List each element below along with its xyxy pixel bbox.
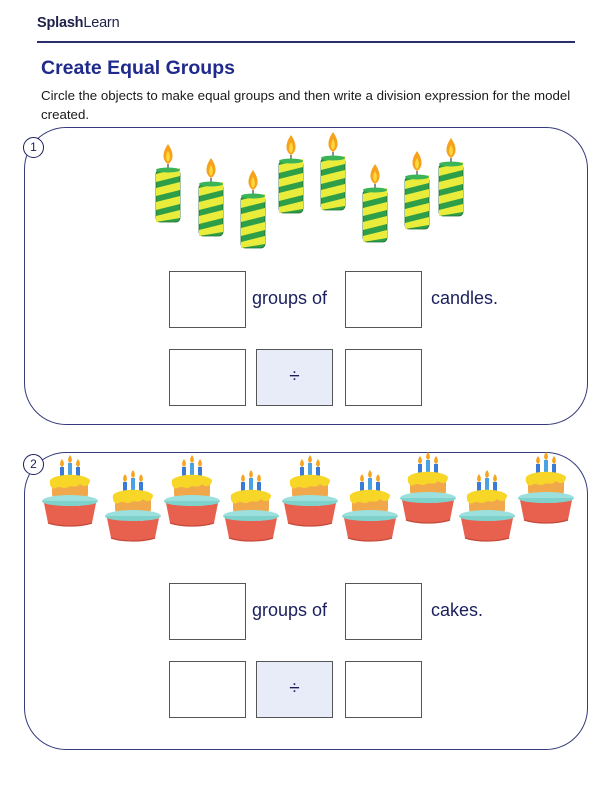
cake-icon bbox=[457, 468, 517, 543]
cake-icon bbox=[398, 450, 458, 525]
instructions-text: Circle the objects to make equal groups … bbox=[41, 88, 571, 122]
candle-icon bbox=[362, 163, 388, 243]
p1-groups-answer-box[interactable] bbox=[169, 271, 246, 328]
p2-per-group-answer-box[interactable] bbox=[345, 583, 422, 640]
candle-icon bbox=[240, 169, 266, 249]
p1-divisor-box[interactable] bbox=[345, 349, 422, 406]
candle-icon bbox=[155, 143, 181, 223]
problem-1-panel bbox=[24, 127, 588, 425]
p1-divide-icon: ÷ bbox=[289, 366, 300, 387]
candle-icon bbox=[438, 137, 464, 217]
p1-divide-sign-box bbox=[256, 349, 333, 406]
p1-per-group-answer-box[interactable] bbox=[345, 271, 422, 328]
cake-icon bbox=[40, 453, 100, 528]
brand-learn: Learn bbox=[83, 15, 120, 31]
p2-object-label: cakes. bbox=[431, 600, 484, 620]
p1-groups-of-label: groups of bbox=[252, 288, 328, 308]
candle-icon bbox=[278, 134, 304, 214]
p2-dividend-box[interactable] bbox=[169, 661, 246, 718]
p1-dividend-box[interactable] bbox=[169, 349, 246, 406]
p2-groups-of-label: groups of bbox=[252, 600, 328, 620]
problem-1-number: 1 bbox=[23, 137, 44, 158]
worksheet-title: Create Equal Groups bbox=[41, 57, 235, 79]
problem-2-number: 2 bbox=[23, 454, 44, 475]
p2-groups-answer-box[interactable] bbox=[169, 583, 246, 640]
p1-object-label: candles. bbox=[431, 288, 499, 308]
candle-icon bbox=[198, 157, 224, 237]
candle-icon bbox=[320, 131, 346, 211]
header-rule bbox=[37, 41, 575, 43]
brand-splash: Splash bbox=[37, 15, 84, 31]
brand-logo: SplashLearn bbox=[37, 15, 120, 31]
p2-divide-icon: ÷ bbox=[289, 678, 300, 699]
cake-icon bbox=[221, 468, 281, 543]
cake-icon bbox=[103, 468, 163, 543]
p2-divide-sign-box bbox=[256, 661, 333, 718]
cake-icon bbox=[340, 468, 400, 543]
p2-divisor-box[interactable] bbox=[345, 661, 422, 718]
cake-icon bbox=[280, 453, 340, 528]
candle-icon bbox=[404, 150, 430, 230]
cake-icon bbox=[516, 450, 576, 525]
cake-icon bbox=[162, 453, 222, 528]
